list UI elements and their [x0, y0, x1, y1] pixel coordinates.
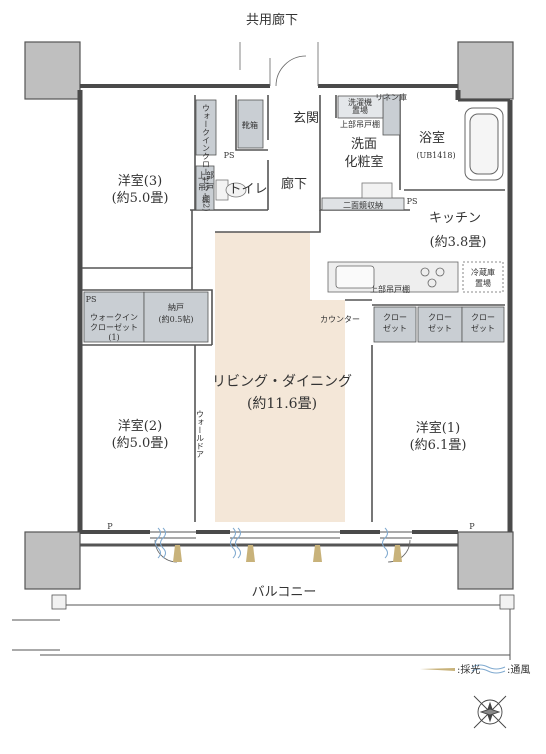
label-ps-2: PS — [407, 197, 418, 206]
label-yokushitsu-size: (UB1418) — [416, 151, 455, 160]
balcony-doors[interactable] — [154, 539, 411, 563]
label-senmen: 洗面 — [351, 137, 377, 152]
living-floor — [215, 232, 310, 302]
label-closet-2a: クロー — [428, 313, 452, 322]
label-linen: リネン庫 — [375, 92, 407, 102]
label-yokushitsu: 浴室 — [419, 130, 445, 146]
label-jobu-tsuritodana: 上部吊戸棚 — [340, 119, 380, 129]
label-wic1-a: ウォークイン — [90, 313, 138, 322]
label-wic1-c: (1) — [108, 333, 119, 342]
label-wic2: ウォークインクローゼット(2) — [202, 104, 211, 211]
label-room2: 洋室(2) — [118, 418, 162, 434]
label-common-corridor: 共用廊下 — [246, 12, 298, 28]
label-living: リビング・ダイニング — [212, 374, 352, 390]
label-tsuritodana-t1: 上部 — [198, 170, 214, 180]
label-wic1-b: クローゼット — [90, 322, 138, 332]
label-reizouko-2: 置場 — [475, 278, 491, 288]
interior-walls — [82, 95, 505, 522]
column-top-right — [457, 41, 514, 100]
label-closet-3b: ゼット — [471, 323, 495, 333]
label-kitchen-size: (約3.8畳) — [430, 235, 487, 250]
label-wall-door: ウォールドア — [196, 410, 205, 458]
label-ps-3: PS — [86, 295, 97, 304]
label-keshoushitsu: 化粧室 — [344, 154, 383, 170]
wind-icon — [155, 527, 506, 674]
living-floor-lower — [215, 300, 345, 522]
label-nimen-kyoshuno: 二面鏡収納 — [343, 200, 383, 210]
label-closet-1b: ゼット — [383, 323, 407, 333]
label-p-1: P — [107, 522, 113, 531]
column-bottom-left — [24, 531, 81, 590]
label-toilet: トイレ — [228, 182, 267, 197]
label-rouka: 廊下 — [281, 176, 307, 192]
label-sentakuki-2: 置場 — [352, 105, 368, 115]
label-sentakuki-1: 洗濯機 — [348, 97, 372, 107]
label-room3: 洋室(3) — [118, 173, 162, 189]
label-ps-1: PS — [224, 151, 235, 160]
vanity-sink — [361, 182, 393, 199]
label-genkan: 玄関 — [293, 111, 319, 126]
label-closet-3a: クロー — [471, 313, 495, 322]
label-room2-size: (約5.0畳) — [112, 436, 169, 451]
toilet-icon — [215, 179, 247, 201]
sunlight-arrow-icon — [173, 545, 455, 671]
label-room3-size: (約5.0畳) — [112, 191, 169, 206]
aircon-units — [51, 594, 515, 610]
balcony-windows — [150, 531, 412, 539]
bathtub-icon — [464, 107, 504, 181]
label-balcony: バルコニー — [252, 585, 317, 600]
compass-icon — [473, 695, 507, 729]
column-top-left — [24, 41, 81, 100]
label-kutsubako: 靴箱 — [242, 120, 258, 130]
column-bottom-right — [457, 531, 514, 590]
outer-walls — [77, 84, 513, 534]
kitchen-counter — [327, 261, 504, 293]
label-closet-1a: クロー — [383, 313, 407, 322]
label-reizouko-1: 冷蔵庫 — [471, 267, 495, 277]
label-jobu-tsuritodana-k: 上部吊戸棚 — [370, 284, 410, 294]
storage-blocks — [83, 94, 505, 343]
label-tsuritodana-t2: 吊戸 — [198, 183, 214, 192]
label-closet-2b: ゼット — [428, 323, 452, 333]
label-nando: 納戸 — [168, 302, 184, 312]
label-nando-size: (約0.5帖) — [159, 314, 194, 324]
label-living-size: (約11.6畳) — [247, 396, 317, 412]
label-room1-size: (約6.1畳) — [410, 438, 467, 453]
legend-wind: :通風 — [507, 664, 530, 676]
entrance-door[interactable] — [239, 42, 319, 87]
label-counter: カウンター — [320, 315, 360, 324]
label-room1: 洋室(1) — [416, 420, 460, 436]
label-kitchen: キッチン — [429, 211, 481, 226]
balcony-area — [12, 543, 511, 660]
label-tsuritodana-t3: 棚 — [202, 194, 210, 204]
legend-light: :採光 — [457, 663, 480, 676]
label-p-2: P — [469, 522, 475, 531]
